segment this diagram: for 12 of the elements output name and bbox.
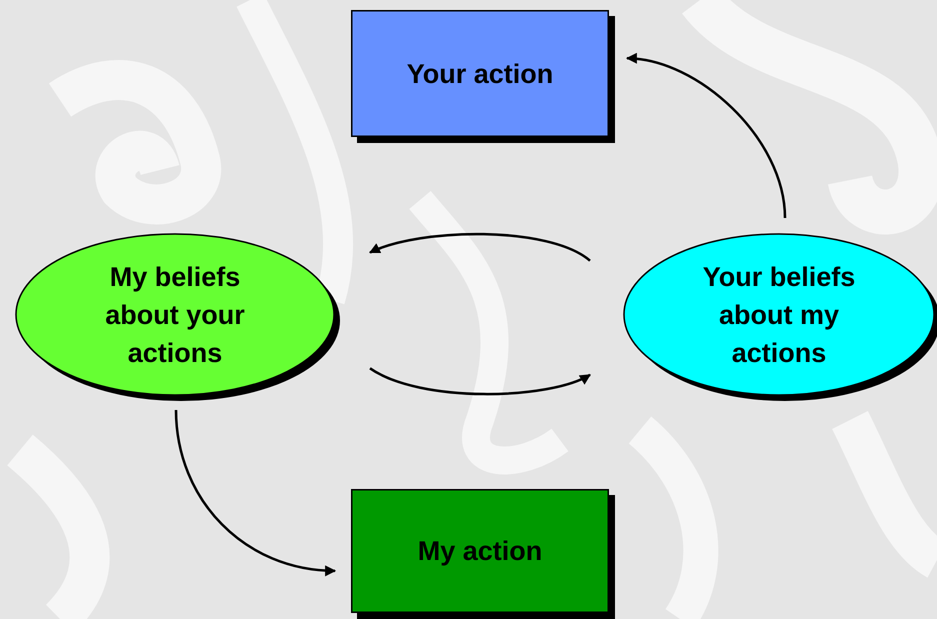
process-box (351, 10, 615, 143)
arrow (626, 54, 786, 218)
arrow (369, 367, 591, 396)
node-label: My beliefs about your actions (104, 260, 246, 370)
node-label: Your beliefs about my actions (702, 260, 856, 370)
ellipse-node (623, 233, 937, 402)
node-label: My action (418, 535, 542, 568)
arrow (368, 232, 591, 262)
process-box (351, 489, 615, 619)
arrow (174, 410, 336, 576)
ellipse-node (15, 233, 341, 402)
node-label: Your action (406, 58, 554, 90)
